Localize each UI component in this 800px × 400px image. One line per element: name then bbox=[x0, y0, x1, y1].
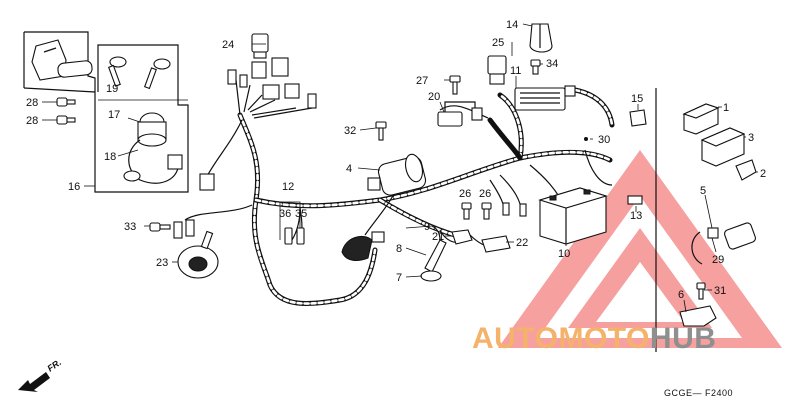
watermark-text-part1: AUTOMOTO bbox=[472, 322, 650, 355]
clip-icon bbox=[529, 23, 553, 53]
callout-12: 12 bbox=[282, 181, 294, 193]
ignition-coil-icon bbox=[367, 153, 427, 196]
callout-17: 17 bbox=[108, 109, 120, 121]
callout-20: 20 bbox=[428, 91, 440, 103]
callout-labels: 1 2 3 4 5 6 7 8 9 10 11 12 13 14 15 16 1… bbox=[26, 19, 766, 301]
callout-25: 25 bbox=[492, 37, 504, 49]
callout-33: 33 bbox=[124, 221, 136, 233]
bolt-icon-26 bbox=[461, 202, 527, 220]
connector-group bbox=[173, 33, 317, 239]
fuse-icon bbox=[627, 195, 643, 205]
bolt-icon-31 bbox=[696, 282, 706, 300]
diagram-code: GCGE— F2400 bbox=[664, 388, 733, 398]
watermark-text-part2: HUB bbox=[650, 322, 717, 355]
bracket-icon-6 bbox=[679, 305, 717, 327]
bolt-icon-30 bbox=[584, 137, 588, 141]
battery-icon bbox=[538, 187, 608, 245]
handlebar-switch-inset bbox=[23, 31, 96, 93]
relay-icon bbox=[437, 101, 483, 127]
callout-21: 21 bbox=[432, 231, 444, 243]
leader-lines bbox=[42, 23, 758, 313]
callout-28b: 28 bbox=[26, 115, 38, 127]
callout-9: 9 bbox=[424, 221, 430, 233]
callout-13: 13 bbox=[630, 210, 642, 222]
callout-31: 31 bbox=[714, 285, 726, 297]
bracket-icon bbox=[735, 159, 757, 181]
bolt-icon bbox=[56, 97, 76, 125]
fuse-holder-icon bbox=[451, 229, 511, 253]
callout-32: 32 bbox=[344, 125, 356, 137]
callout-5: 5 bbox=[700, 185, 706, 197]
callout-26a: 26 bbox=[459, 188, 471, 200]
bolt-icon-27 bbox=[449, 75, 461, 95]
callout-8: 8 bbox=[396, 243, 402, 255]
watermark-logo bbox=[498, 150, 782, 348]
callout-2: 2 bbox=[760, 168, 766, 180]
callout-10: 10 bbox=[558, 248, 570, 260]
callout-28a: 28 bbox=[26, 97, 38, 109]
callout-18: 18 bbox=[104, 151, 116, 163]
callout-14: 14 bbox=[506, 19, 518, 31]
horn-icon bbox=[177, 230, 219, 279]
relay-icon-25 bbox=[487, 55, 507, 85]
screw-icon bbox=[149, 222, 171, 232]
bolt-icon-32 bbox=[375, 121, 387, 141]
callout-26b: 26 bbox=[479, 188, 491, 200]
regulator-icon bbox=[514, 85, 576, 111]
callout-4: 4 bbox=[346, 163, 352, 175]
callout-15: 15 bbox=[631, 93, 643, 105]
callout-30: 30 bbox=[598, 134, 610, 146]
callout-3: 3 bbox=[748, 132, 754, 144]
ignition-box bbox=[94, 44, 189, 193]
callout-19: 19 bbox=[106, 83, 118, 95]
callout-24: 24 bbox=[222, 39, 234, 51]
callout-7: 7 bbox=[396, 272, 402, 284]
relay-icon-1 bbox=[682, 103, 720, 135]
harness-coupler bbox=[341, 231, 385, 261]
key-icon bbox=[107, 56, 171, 90]
terminal-cap-icon bbox=[629, 109, 647, 127]
callout-27: 27 bbox=[416, 75, 428, 87]
callout-34: 34 bbox=[546, 58, 558, 70]
callout-1: 1 bbox=[723, 102, 729, 114]
front-direction-arrow: FR. bbox=[18, 357, 63, 392]
callout-11: 11 bbox=[510, 65, 521, 77]
spark-cap-icon bbox=[420, 225, 447, 282]
callout-36: 36 bbox=[279, 208, 291, 220]
callout-35: 35 bbox=[295, 208, 307, 220]
watermark-text: AUTOMOTOHUB bbox=[472, 322, 716, 355]
fuse-group bbox=[279, 201, 305, 245]
control-unit-icon bbox=[700, 127, 746, 167]
bolt-icon-34 bbox=[530, 59, 541, 75]
callout-29: 29 bbox=[712, 254, 724, 266]
starter-relay-icon bbox=[691, 222, 756, 265]
front-direction-label: FR. bbox=[45, 357, 63, 374]
callout-6: 6 bbox=[678, 289, 684, 301]
callout-16: 16 bbox=[68, 181, 80, 193]
callout-22: 22 bbox=[516, 237, 528, 249]
callout-23: 23 bbox=[156, 257, 168, 269]
